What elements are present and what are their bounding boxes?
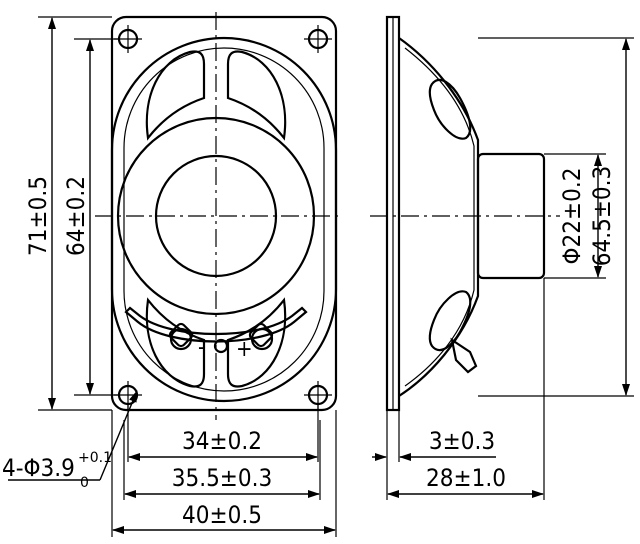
- dim-magnet-diameter: Φ22±0.2: [558, 168, 586, 265]
- hole-note-tol-lower: 0: [80, 475, 89, 491]
- terminal-pos-ring: [250, 327, 274, 351]
- terminal-neg-pad: [168, 322, 194, 348]
- hole-note-tol-upper: +0.1: [78, 450, 112, 466]
- dim-height-mount: 64±0.2: [62, 176, 90, 256]
- side-horizontal-dimensions: 3±0.3 28±1.0: [372, 278, 545, 500]
- basket-side-inner: [404, 47, 475, 387]
- front-horizontal-dimensions: 34±0.2 35.5±0.3 40±0.5: [111, 404, 337, 537]
- side-vertical-dimensions: Φ22±0.2 64.5±0.3: [478, 37, 634, 397]
- dim-width-inner: 35.5±0.3: [172, 464, 272, 492]
- terminal-pos-label: +: [236, 337, 253, 362]
- upper-right-slot: [226, 50, 287, 141]
- basket-oval-inner: [123, 47, 325, 392]
- front-view: - +: [95, 12, 342, 420]
- dim-cone-height: 64.5±0.3: [588, 166, 616, 266]
- dim-depth: 28±1.0: [426, 464, 506, 492]
- upper-left-slot: [145, 50, 206, 141]
- terminal-neg-label: -: [198, 335, 205, 360]
- side-view: [370, 15, 560, 412]
- terminal-center-rivet: [213, 338, 229, 354]
- terminal-pin: [450, 337, 478, 374]
- dim-flange-thickness: 3±0.3: [429, 427, 495, 455]
- front-vertical-dimensions: 71±0.5 64±0.2: [24, 16, 118, 411]
- terminal-pos-pad: [248, 322, 274, 348]
- hole-note-prefix: 4-Φ3.9: [2, 454, 75, 482]
- side-upper-window: [428, 78, 472, 140]
- basket-side: [398, 37, 480, 397]
- basket-oval: [110, 36, 338, 403]
- terminal-neg-ring: [169, 327, 193, 351]
- lower-left-slot: [145, 297, 206, 388]
- dim-width-outer: 40±0.5: [182, 501, 262, 529]
- hole-note: 4-Φ3.9 +0.1 0: [2, 390, 138, 491]
- dim-height-outer: 71±0.5: [24, 176, 52, 256]
- dim-width-mount: 34±0.2: [182, 427, 262, 455]
